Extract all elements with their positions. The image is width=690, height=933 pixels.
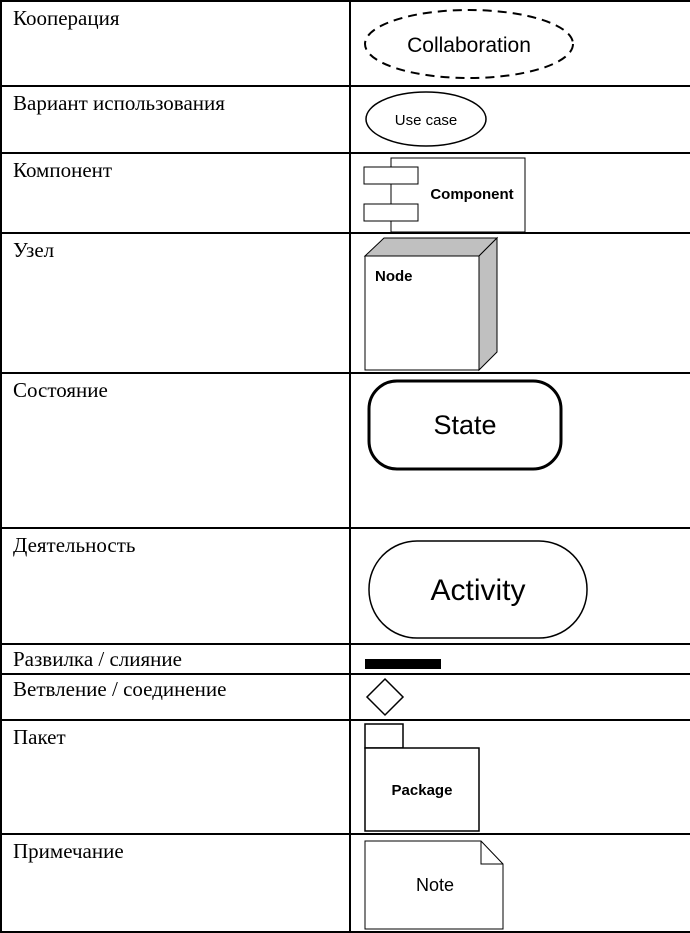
note-label: Note: [416, 875, 454, 895]
table-row-note: Примечание Note: [0, 833, 690, 933]
activity-symbol: Activity: [368, 540, 588, 639]
symbol-cell-fork-join: [349, 643, 690, 675]
package-symbol: Package: [364, 723, 480, 832]
term-node: Узел: [0, 232, 351, 374]
term-branch-merge: Ветвление / соединение: [0, 673, 351, 721]
use-case-ellipse: [365, 91, 487, 147]
state-symbol: State: [367, 379, 563, 471]
term-use-case: Вариант использования: [0, 85, 351, 154]
symbol-cell-branch-merge: [349, 673, 690, 721]
collaboration-label: Collaboration: [407, 34, 531, 57]
symbol-cell-use-case: Use case: [349, 85, 690, 154]
note-body: [364, 840, 504, 930]
state-label: State: [433, 410, 496, 440]
term-note: Примечание: [0, 833, 351, 933]
package-tab: [364, 723, 404, 749]
term-collaboration: Кооперация: [0, 0, 351, 87]
symbol-cell-collaboration: Collaboration: [349, 0, 690, 87]
table-row-branch-merge: Ветвление / соединение: [0, 673, 690, 721]
table-row-package: Пакет Package: [0, 719, 690, 835]
symbol-cell-node: Node: [349, 232, 690, 374]
node-side-face: [478, 236, 498, 371]
package-body: [364, 747, 480, 832]
table-row-use-case: Вариант использования Use case: [0, 85, 690, 154]
node-top-face: [363, 237, 499, 257]
term-package: Пакет: [0, 719, 351, 835]
collaboration-dashed-ellipse: [364, 9, 574, 79]
use-case-label: Use case: [395, 112, 458, 129]
note-folded-corner: [480, 841, 503, 865]
component-port-top: [363, 166, 419, 185]
table-row-collaboration: Кооперация Collaboration: [0, 0, 690, 87]
collaboration-symbol: Collaboration: [364, 9, 574, 79]
node-symbol: Node: [363, 236, 499, 371]
fork-join-symbol: [365, 659, 441, 669]
symbol-cell-note: Note: [349, 833, 690, 933]
fork-join-bar: [365, 659, 441, 669]
table-row-node: Узел Node: [0, 232, 690, 374]
symbol-cell-package: Package: [349, 719, 690, 835]
table-row-activity: Деятельность Activity: [0, 527, 690, 645]
activity-capsule: [368, 540, 588, 639]
branch-merge-symbol: [365, 677, 405, 717]
symbol-cell-component: Component: [349, 152, 690, 234]
table-row-fork-join: Развилка / слияние: [0, 643, 690, 675]
decision-diamond: [365, 677, 405, 717]
component-symbol: Component: [363, 157, 526, 231]
component-port-bottom: [363, 203, 419, 222]
package-label: Package: [392, 782, 453, 799]
term-component: Компонент: [0, 152, 351, 234]
table-row-component: Компонент Component: [0, 152, 690, 234]
node-label: Node: [375, 268, 413, 285]
table-row-state: Состояние State: [0, 372, 690, 529]
symbol-cell-state: State: [349, 372, 690, 529]
component-label: Component: [430, 186, 513, 203]
term-state: Состояние: [0, 372, 351, 529]
note-symbol: Note: [364, 840, 504, 930]
term-activity: Деятельность: [0, 527, 351, 645]
state-rounded-rect: [367, 379, 563, 471]
use-case-symbol: Use case: [365, 91, 487, 147]
term-fork-join: Развилка / слияние: [0, 643, 351, 675]
activity-label: Activity: [430, 574, 525, 607]
node-front-face: [364, 255, 480, 371]
symbol-cell-activity: Activity: [349, 527, 690, 645]
